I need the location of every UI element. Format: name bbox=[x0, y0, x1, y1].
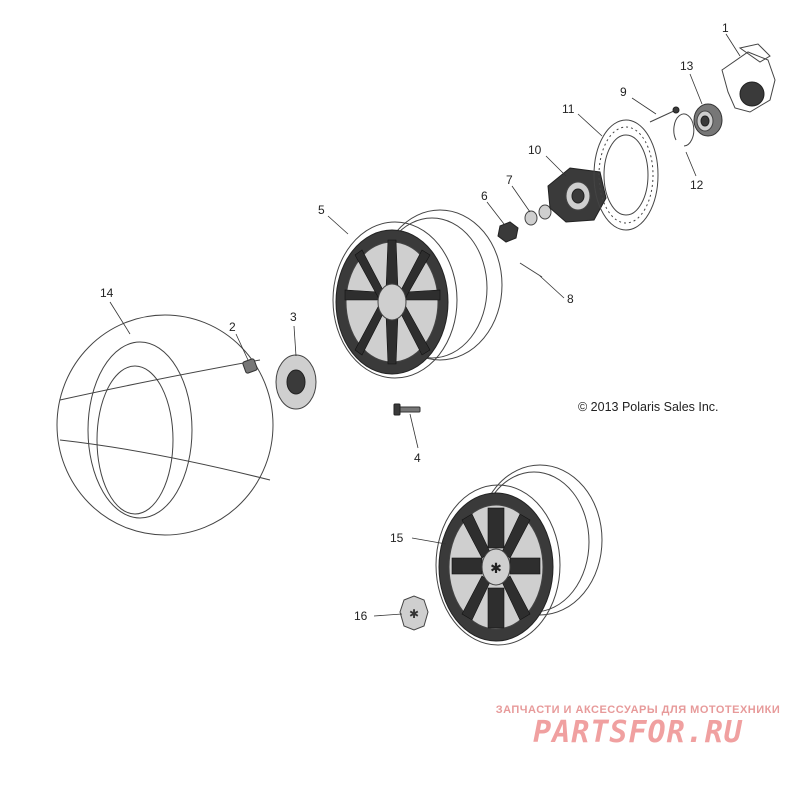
svg-text:✱: ✱ bbox=[490, 561, 502, 577]
callout-9: 9 bbox=[620, 85, 627, 99]
pin-part-8 bbox=[519, 262, 543, 278]
callout-3: 3 bbox=[290, 310, 297, 324]
callout-8: 8 bbox=[567, 292, 574, 306]
center-cap-part-16: ✱ bbox=[399, 595, 429, 631]
center-cap-part-3 bbox=[275, 354, 317, 410]
knuckle-part-1 bbox=[721, 43, 776, 113]
leader-lines bbox=[109, 33, 741, 617]
callout-6: 6 bbox=[481, 189, 488, 203]
lug-bolt-part-4 bbox=[393, 403, 421, 416]
callout-13: 13 bbox=[680, 59, 694, 73]
callout-4: 4 bbox=[414, 451, 421, 465]
tire-part-14 bbox=[56, 314, 274, 536]
callout-14: 14 bbox=[100, 286, 114, 300]
wheel-part-15: ✱ bbox=[435, 464, 603, 646]
copyright-text: © 2013 Polaris Sales Inc. bbox=[578, 400, 719, 414]
watermark-logo: ЗАПЧАСТИ И АКСЕССУАРЫ ДЛЯ МОТОТЕХНИКИ PA… bbox=[488, 704, 788, 750]
callout-7: 7 bbox=[506, 173, 513, 187]
snap-ring-part-12 bbox=[673, 113, 695, 147]
svg-text:✱: ✱ bbox=[409, 607, 419, 621]
callout-11: 11 bbox=[562, 102, 575, 116]
watermark-brand: PARTSFOR.RU bbox=[533, 715, 743, 750]
valve-stem-part-2 bbox=[242, 358, 258, 374]
callout-15: 15 bbox=[390, 531, 404, 545]
callout-2: 2 bbox=[229, 320, 236, 334]
callout-5: 5 bbox=[318, 203, 325, 217]
watermark-subtitle: ЗАПЧАСТИ И АКСЕССУАРЫ ДЛЯ МОТОТЕХНИКИ bbox=[495, 704, 781, 716]
hub-part-10 bbox=[547, 167, 607, 223]
callout-12: 12 bbox=[690, 178, 704, 192]
callout-labels: 1 2 3 4 5 6 7 8 9 10 11 12 13 14 15 16 bbox=[100, 21, 729, 623]
bolt-part-9 bbox=[649, 106, 680, 123]
wheel-part-5 bbox=[332, 209, 503, 379]
brake-disc-part-11 bbox=[593, 119, 659, 231]
callout-1: 1 bbox=[722, 21, 729, 35]
callout-16: 16 bbox=[354, 609, 368, 623]
callout-10: 10 bbox=[528, 143, 542, 157]
bearing-part-13 bbox=[693, 103, 723, 137]
washers-part-7 bbox=[524, 204, 552, 226]
nut-part-6 bbox=[497, 221, 519, 243]
